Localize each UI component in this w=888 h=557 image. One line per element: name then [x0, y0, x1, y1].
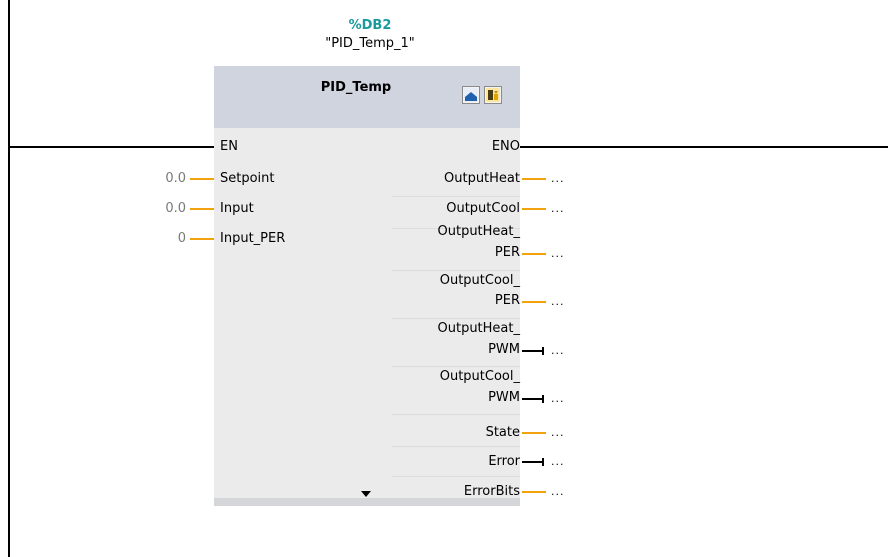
output-separator: [392, 228, 520, 229]
function-block-footer: [214, 498, 520, 506]
output-separator: [392, 318, 520, 319]
output-separator: [392, 366, 520, 367]
output-separator: [392, 446, 520, 447]
output-pin-outputcool[interactable]: OutputCool: [446, 201, 520, 216]
output-pin-outputheat-per-line1[interactable]: OutputHeat_: [437, 224, 521, 239]
function-block-title: PID_Temp: [320, 80, 392, 95]
output-separator: [392, 414, 520, 415]
output-pin-errorbits[interactable]: ErrorBits: [463, 484, 520, 499]
output-wire-state: [522, 432, 546, 434]
expand-arrow-icon[interactable]: [361, 491, 371, 497]
output-value-outputheat-pwm[interactable]: ...: [551, 344, 565, 357]
output-value-outputcool[interactable]: ...: [551, 202, 565, 215]
rung-wire-right: [520, 146, 888, 148]
output-end-marker: [542, 347, 544, 355]
input-wire-setpoint: [190, 178, 214, 180]
output-value-outputcool-per[interactable]: ...: [551, 295, 565, 308]
input-pin-en[interactable]: EN: [220, 139, 238, 154]
input-value-input[interactable]: 0.0: [165, 201, 186, 216]
rung-wire-left: [10, 146, 214, 148]
instance-db-number[interactable]: %DB2: [348, 18, 392, 33]
output-value-error[interactable]: ...: [551, 455, 565, 468]
input-pin-input[interactable]: Input: [220, 201, 254, 216]
output-pin-outputheat[interactable]: OutputHeat: [444, 171, 520, 186]
output-pin-outputcool-per-line2[interactable]: PER: [494, 293, 520, 308]
function-block[interactable]: [214, 66, 520, 506]
output-end-marker: [542, 395, 544, 403]
output-value-state[interactable]: ...: [551, 426, 565, 439]
input-pin-setpoint[interactable]: Setpoint: [220, 171, 275, 186]
output-separator: [392, 476, 520, 477]
output-wire-outputheat-pwm: [522, 350, 542, 352]
output-separator: [392, 196, 520, 197]
output-wire-outputcool-pwm: [522, 398, 542, 400]
input-value-setpoint[interactable]: 0.0: [165, 171, 186, 186]
output-pin-outputcool-per-line1[interactable]: OutputCool_: [439, 273, 520, 288]
output-wire-outputheat-per: [522, 253, 546, 255]
output-end-marker: [542, 458, 544, 466]
output-pin-outputcool-pwm-line2[interactable]: PWM: [488, 390, 520, 405]
output-pin-eno[interactable]: ENO: [491, 139, 520, 154]
output-wire-outputcool-per: [522, 301, 546, 303]
input-value-input-per[interactable]: 0: [177, 231, 186, 246]
input-wire-input: [190, 208, 214, 210]
output-pin-outputheat-pwm-line2[interactable]: PWM: [488, 342, 520, 357]
output-pin-error[interactable]: Error: [488, 454, 520, 469]
output-wire-outputheat: [522, 178, 546, 180]
output-value-outputheat-per[interactable]: ...: [551, 247, 565, 260]
output-wire-errorbits: [522, 491, 546, 493]
output-wire-outputcool: [522, 208, 546, 210]
output-wire-error: [522, 461, 542, 463]
input-wire-input-per: [190, 238, 214, 240]
output-pin-outputcool-pwm-line1[interactable]: OutputCool_: [439, 369, 520, 384]
output-value-outputcool-pwm[interactable]: ...: [551, 392, 565, 405]
commissioning-icon[interactable]: [484, 86, 502, 104]
output-separator: [392, 270, 520, 271]
output-pin-state[interactable]: State: [485, 425, 520, 440]
output-value-outputheat[interactable]: ...: [551, 172, 565, 185]
output-pin-outputheat-per-line2[interactable]: PER: [494, 245, 520, 260]
left-power-rail: [8, 0, 10, 557]
input-pin-input-per[interactable]: Input_PER: [220, 231, 286, 246]
instance-db-name[interactable]: "PID_Temp_1": [325, 36, 415, 51]
block-pin-icon[interactable]: [462, 86, 480, 104]
output-value-errorbits[interactable]: ...: [551, 485, 565, 498]
output-pin-outputheat-pwm-line1[interactable]: OutputHeat_: [437, 321, 521, 336]
